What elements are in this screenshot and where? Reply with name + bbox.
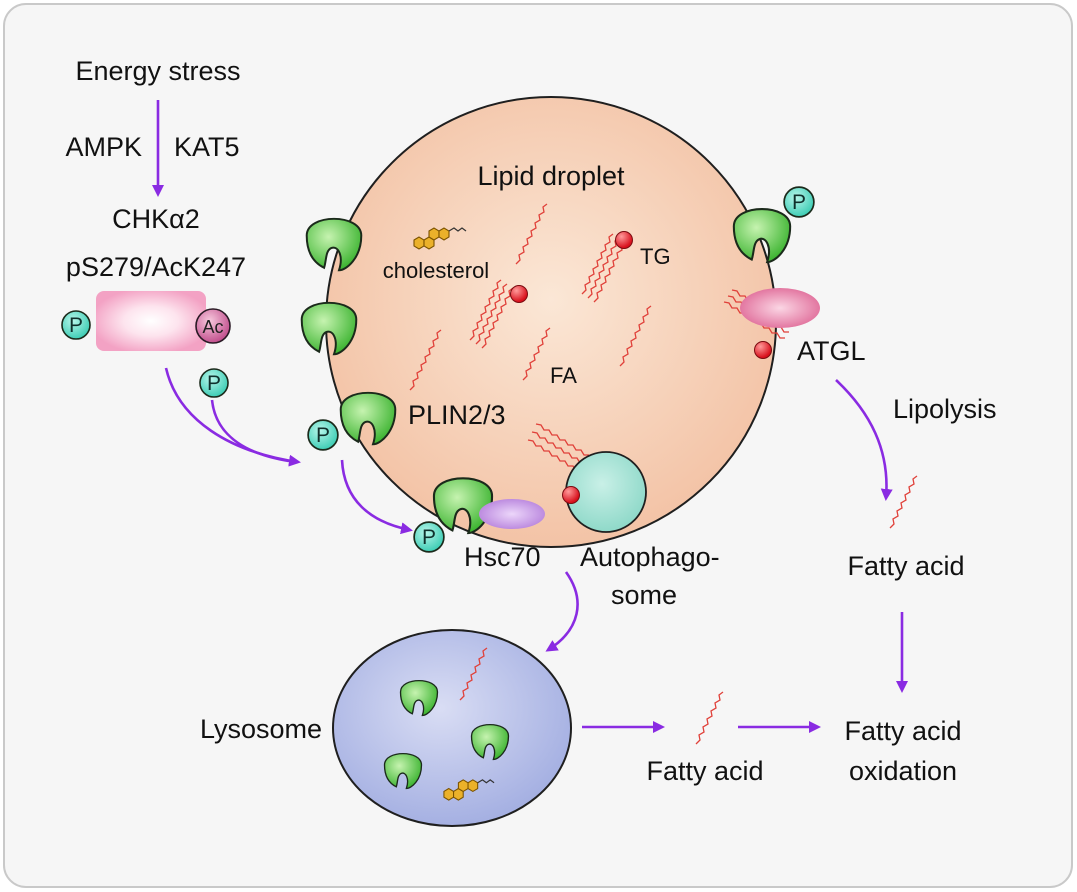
svg-text:P: P	[207, 372, 221, 395]
lysosome-label: Lysosome	[200, 714, 322, 744]
svg-text:P: P	[422, 526, 436, 549]
lipid-droplet-label: Lipid droplet	[477, 161, 625, 191]
svg-text:P: P	[69, 314, 83, 337]
fatty-acid-bottom-label: Fatty acid	[646, 756, 763, 786]
lysosome-fatty-acid-icon	[459, 647, 488, 701]
tg-head-atgl	[754, 341, 772, 359]
chka2-label: CHKα2	[112, 204, 200, 234]
plin-label: PLIN2/3	[408, 400, 506, 430]
svg-text:P: P	[792, 191, 806, 214]
atgl-enzyme	[740, 288, 820, 328]
lipolysis-label: Lipolysis	[893, 394, 997, 424]
ps279-ack247-label: pS279/AcK247	[66, 252, 246, 282]
autophagosome-label-1: Autophago-	[580, 542, 720, 572]
fa-label: FA	[550, 363, 577, 388]
fatty-acid-right-icon	[889, 475, 918, 529]
fatty-acid-oxidation-label-1: Fatty acid	[844, 716, 961, 746]
autophagosome-label-2: some	[611, 580, 677, 610]
hsc70-label: Hsc70	[464, 542, 541, 572]
fatty-acid-bottom-icon	[695, 691, 724, 745]
phospho-group-plin: P	[307, 419, 339, 451]
atgl-label: ATGL	[797, 336, 866, 366]
phospho-group-chka2: P	[61, 310, 91, 340]
fatty-acid-oxidation-label-2: oxidation	[849, 756, 957, 786]
energy-stress-label: Energy stress	[75, 56, 240, 86]
chka2-protein	[96, 291, 206, 351]
acetyl-group: Ac	[195, 308, 231, 344]
phospho-to-hsc70-arrow	[340, 459, 413, 535]
ampk-label: AMPK	[65, 132, 142, 162]
lipolysis-arrow	[835, 379, 893, 501]
kat5-label: KAT5	[174, 132, 240, 162]
phospho-group-free: P	[199, 368, 229, 398]
tg-head-autophagosome	[562, 486, 580, 504]
svg-text:Ac: Ac	[202, 317, 223, 337]
phospho-group-hsc70: P	[413, 521, 445, 553]
fatty-acid-right-label: Fatty acid	[847, 551, 964, 581]
cholesterol-label: cholesterol	[383, 258, 489, 283]
svg-text:P: P	[316, 424, 330, 447]
phospho-group-plin-right: P	[783, 186, 815, 218]
tg-label: TG	[640, 244, 671, 269]
autophagosome-to-lysosome-arrow	[545, 571, 579, 652]
phospho-merge-arrow	[210, 399, 297, 464]
hsc70-protein	[479, 499, 545, 529]
